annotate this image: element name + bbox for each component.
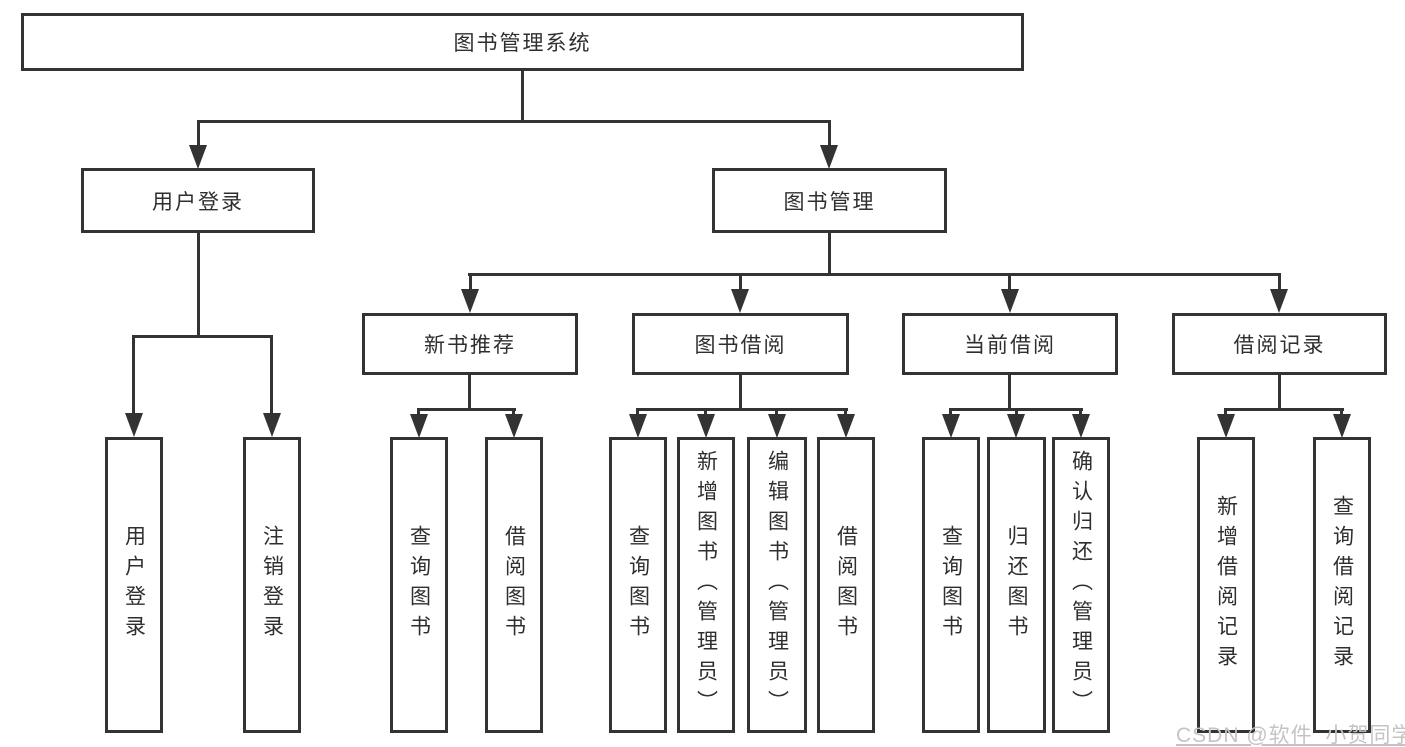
leaf-logout: 注销登录 — [243, 437, 301, 733]
leaf-bb-add-book-admin: 新增图书（管理员） — [677, 437, 735, 733]
node-current-borrow-label: 当前借阅 — [964, 334, 1056, 357]
leaf-user-login-label: 用户登录 — [122, 525, 146, 645]
connector-stub-current-borrow — [1008, 273, 1011, 291]
node-user-login: 用户登录 — [81, 168, 315, 233]
connector-new-book-stem — [468, 375, 471, 408]
connector-borrow-record-stem — [1278, 375, 1281, 408]
connector-user-login-stem — [197, 233, 200, 335]
leaf-bb-borrow-books: 借阅图书 — [817, 437, 875, 733]
connector-stub-nb-borrow — [512, 408, 515, 416]
leaf-cb-return-books-label: 归还图书 — [1005, 525, 1028, 645]
connector-stub-cb-return — [1015, 408, 1018, 416]
node-root-label: 图书管理系统 — [453, 32, 592, 55]
leaf-nb-query-books: 查询图书 — [390, 437, 448, 733]
node-current-borrow: 当前借阅 — [902, 313, 1118, 375]
leaf-br-add-record-label: 新增借阅记录 — [1214, 495, 1238, 675]
arrow-down-bb-add — [697, 414, 715, 438]
leaf-bb-query-books: 查询图书 — [609, 437, 667, 733]
connector-book-management-stem — [828, 233, 831, 273]
connector-borrow-record-hline — [1224, 408, 1344, 411]
node-book-borrow: 图书借阅 — [632, 313, 849, 375]
node-borrow-record: 借阅记录 — [1172, 313, 1387, 375]
arrow-down-br-add — [1217, 414, 1235, 438]
arrow-down-new-book — [461, 289, 479, 313]
connector-root-hline — [197, 120, 831, 123]
arrow-down-book-borrow — [731, 289, 749, 313]
node-new-book-recommend: 新书推荐 — [362, 313, 578, 375]
node-book-management: 图书管理 — [712, 168, 947, 233]
leaf-br-add-record: 新增借阅记录 — [1197, 437, 1255, 733]
connector-stub-new-book — [469, 273, 472, 291]
connector-stub-borrow-record — [1278, 273, 1281, 291]
arrow-down-cb-query — [942, 414, 960, 438]
arrow-down-bb-edit — [768, 414, 786, 438]
watermark: CSDN @软件_小贺同学 — [1176, 724, 1405, 747]
leaf-logout-label: 注销登录 — [260, 525, 284, 645]
connector-stub-book-management — [828, 120, 831, 147]
leaf-bb-edit-book-admin: 编辑图书（管理员） — [747, 437, 807, 733]
leaf-nb-borrow-books: 借阅图书 — [485, 437, 543, 733]
leaf-user-login: 用户登录 — [105, 437, 163, 733]
arrow-down-cb-confirm — [1072, 414, 1090, 438]
connector-stub-bb-query — [636, 408, 639, 416]
connector-root-stem — [521, 70, 524, 121]
leaf-bb-add-book-admin-label: 新增图书（管理员） — [694, 450, 718, 720]
arrow-down-cb-return — [1007, 414, 1025, 438]
leaf-bb-borrow-books-label: 借阅图书 — [834, 525, 858, 645]
leaf-br-query-record: 查询借阅记录 — [1313, 437, 1371, 733]
leaf-nb-query-books-label: 查询图书 — [407, 525, 431, 645]
leaf-bb-query-books-label: 查询图书 — [626, 525, 650, 645]
connector-stub-book-borrow — [739, 273, 742, 291]
arrow-down-br-query — [1333, 414, 1351, 438]
leaf-bb-edit-book-admin-label: 编辑图书（管理员） — [765, 450, 789, 720]
connector-book-management-hline — [468, 273, 1281, 276]
connector-stub-br-query — [1340, 408, 1343, 416]
connector-stub-leaf-login — [132, 335, 135, 415]
connector-book-borrow-stem — [739, 375, 742, 408]
leaf-cb-confirm-return-admin: 确认归还（管理员） — [1052, 437, 1110, 733]
node-book-borrow-label: 图书借阅 — [694, 334, 787, 357]
leaf-br-query-record-label: 查询借阅记录 — [1330, 495, 1354, 675]
arrow-down-borrow-record — [1270, 289, 1288, 313]
arrow-down-book-management — [820, 145, 838, 169]
connector-stub-br-add — [1224, 408, 1227, 416]
node-book-management-label: 图书管理 — [783, 190, 876, 214]
connector-stub-user-login — [197, 120, 200, 147]
connector-stub-nb-query — [417, 408, 420, 416]
arrow-down-current-borrow — [1001, 289, 1019, 313]
connector-stub-bb-add — [704, 408, 707, 416]
connector-user-login-hline — [132, 335, 273, 338]
connector-stub-cb-query — [949, 408, 952, 416]
connector-current-borrow-stem — [1008, 375, 1011, 408]
node-root: 图书管理系统 — [21, 13, 1024, 71]
leaf-cb-confirm-return-admin-label: 确认归还（管理员） — [1069, 450, 1093, 720]
arrow-down-leaf-logout — [263, 413, 281, 437]
arrow-down-nb-borrow — [505, 414, 523, 438]
connector-new-book-hline — [417, 408, 516, 411]
leaf-cb-return-books: 归还图书 — [987, 437, 1046, 733]
leaf-nb-borrow-books-label: 借阅图书 — [502, 525, 526, 645]
arrow-down-leaf-login — [125, 413, 143, 437]
leaf-cb-query-books-label: 查询图书 — [939, 525, 963, 645]
arrow-down-bb-query — [629, 414, 647, 438]
connector-stub-bb-edit — [775, 408, 778, 416]
node-new-book-recommend-label: 新书推荐 — [424, 334, 516, 357]
node-user-login-label: 用户登录 — [152, 190, 244, 214]
arrow-down-bb-borrow — [837, 414, 855, 438]
connector-stub-leaf-logout — [270, 335, 273, 415]
arrow-down-nb-query — [410, 414, 428, 438]
connector-stub-cb-confirm — [1079, 408, 1082, 416]
node-borrow-record-label: 借阅记录 — [1233, 334, 1326, 357]
leaf-cb-query-books: 查询图书 — [922, 437, 980, 733]
connector-book-borrow-hline — [636, 408, 848, 411]
arrow-down-user-login — [189, 145, 207, 169]
connector-stub-bb-borrow — [844, 408, 847, 416]
